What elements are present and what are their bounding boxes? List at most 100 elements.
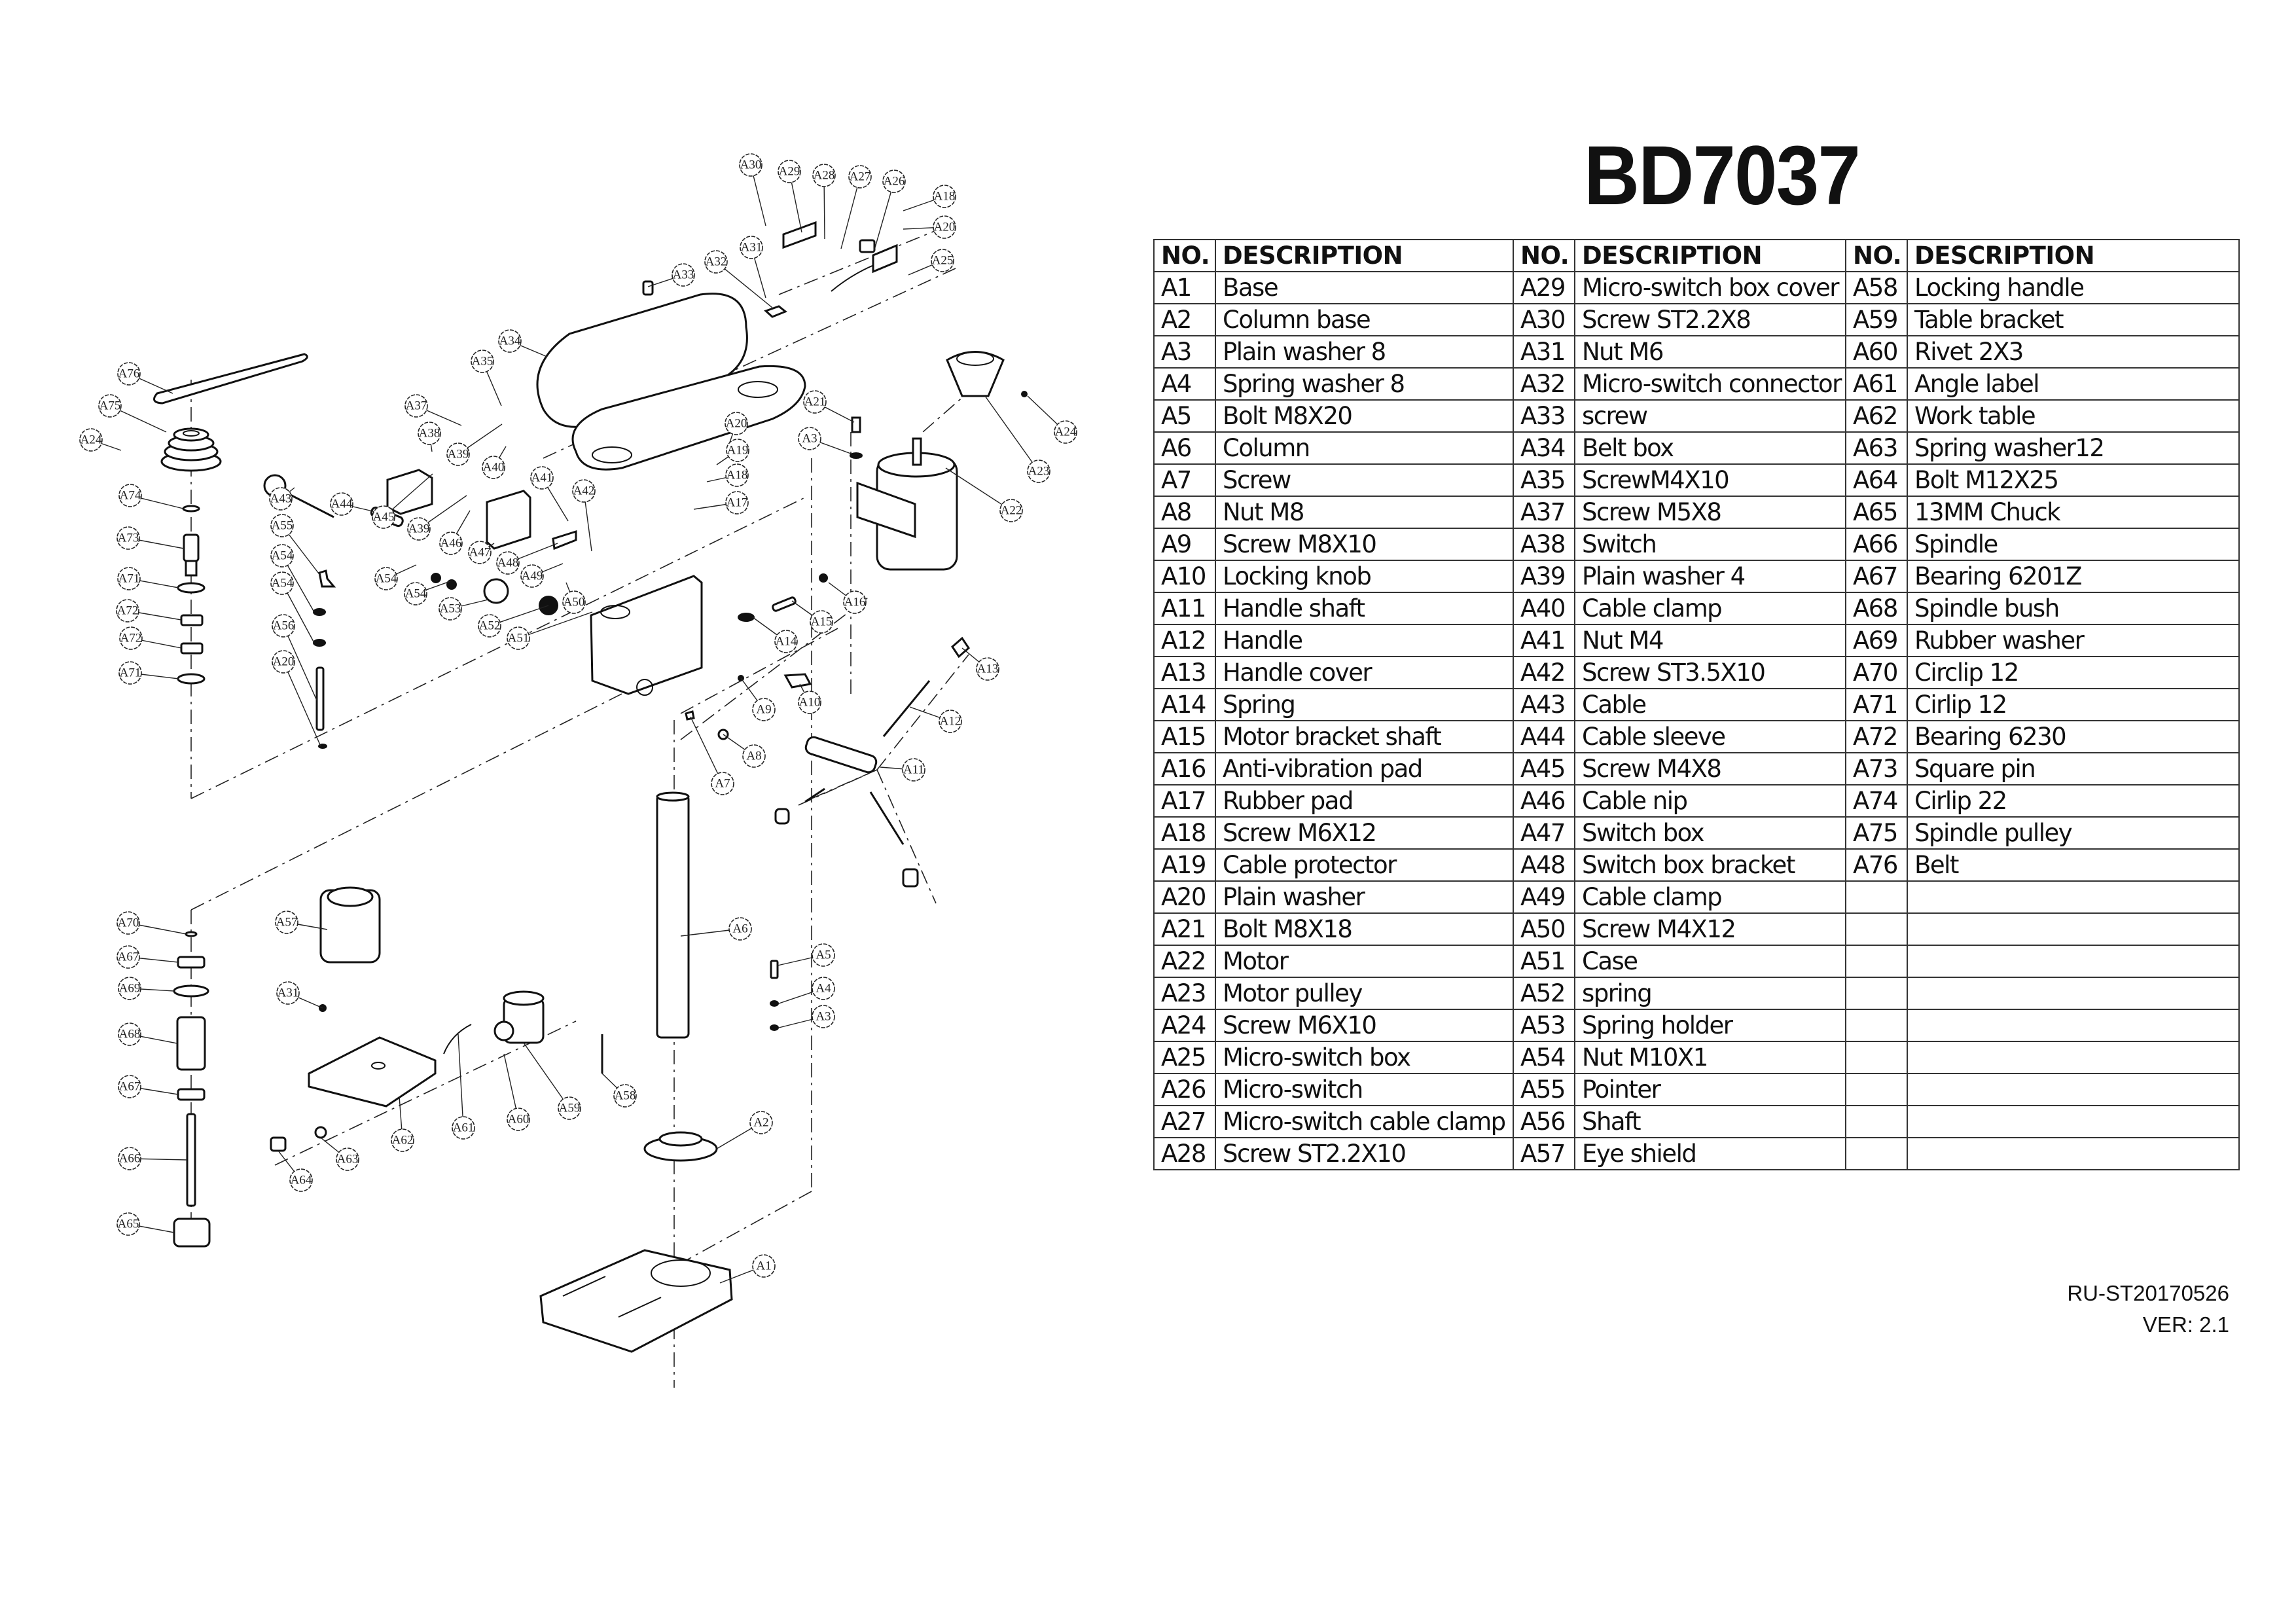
part-number-cell: A14 xyxy=(1153,688,1216,721)
callout-bubble xyxy=(1027,460,1050,483)
callout-label: A51 xyxy=(508,632,529,645)
part-description-cell: Micro-switch connector xyxy=(1574,367,1846,401)
callout-bubble xyxy=(269,487,293,511)
callout-bubble xyxy=(843,590,867,614)
callout-leader-line xyxy=(873,181,895,253)
column-part xyxy=(656,791,690,1039)
part-number-cell: A62 xyxy=(1845,399,1908,433)
part-number-cell: A46 xyxy=(1513,784,1575,818)
part-number-cell: A23 xyxy=(1153,977,1216,1010)
part-callout: A49 xyxy=(520,564,544,588)
callout-leader-line xyxy=(715,261,773,308)
part-callout: A58 xyxy=(613,1084,637,1108)
callout-label: A60 xyxy=(508,1113,529,1127)
switch-box-parts xyxy=(431,490,577,615)
callout-label: A55 xyxy=(272,519,293,533)
part-number-cell: A22 xyxy=(1153,945,1216,978)
callout-bubble xyxy=(270,571,294,595)
part-callout: A17 xyxy=(725,491,749,514)
part-description-cell: Screw ST2.2X10 xyxy=(1215,1137,1514,1170)
part-number-cell: A50 xyxy=(1513,912,1575,946)
callout-bubble xyxy=(418,422,441,445)
callout-bubble xyxy=(117,526,140,550)
part-callout: A18 xyxy=(933,185,956,208)
callout-label: A32 xyxy=(706,255,727,269)
callout-label: A41 xyxy=(531,471,553,485)
callout-label: A44 xyxy=(331,497,353,511)
part-callout: A64 xyxy=(289,1168,313,1192)
part-callout: A54 xyxy=(404,582,427,605)
document-reference-code: RU-ST20170526 xyxy=(2067,1281,2229,1305)
callout-bubble xyxy=(272,650,295,674)
part-description-cell xyxy=(1907,1073,2240,1106)
part-description-cell: Spring washer 8 xyxy=(1215,367,1514,401)
part-number-cell: A58 xyxy=(1845,271,1908,304)
part-callout: A35 xyxy=(471,350,494,373)
part-callout: A63 xyxy=(336,1147,359,1171)
callout-label: A46 xyxy=(440,537,462,550)
callout-label: A26 xyxy=(884,175,905,189)
exploded-parts-diagram: A30A29A28A27A26A18A20A25A31A32A33A34A35A… xyxy=(79,153,1077,1388)
part-number-cell: A74 xyxy=(1845,784,1908,818)
model-number-title: BD7037 xyxy=(1584,129,1861,223)
part-description-cell: Nut M4 xyxy=(1574,624,1846,657)
callout-bubble xyxy=(725,491,749,514)
motor-pulley-part xyxy=(946,351,1028,397)
callout-bubble xyxy=(117,945,140,969)
callout-label: A74 xyxy=(120,489,141,503)
part-callout: A40 xyxy=(482,456,505,479)
callout-bubble xyxy=(270,514,294,537)
part-number-cell: A43 xyxy=(1513,688,1575,721)
part-number-cell: A35 xyxy=(1513,463,1575,497)
header-description: DESCRIPTION xyxy=(1215,239,1514,272)
callout-label: A29 xyxy=(779,165,800,179)
part-callout: A72 xyxy=(116,599,139,623)
part-number-cell: A26 xyxy=(1153,1073,1216,1106)
callout-label: A57 xyxy=(276,916,298,929)
callout-bubble xyxy=(118,1147,141,1170)
part-callout: A32 xyxy=(704,250,728,274)
part-description-cell: Spring washer12 xyxy=(1907,431,2240,465)
part-callout: A57 xyxy=(275,911,298,934)
callout-bubble xyxy=(882,170,906,193)
document-footer: RU-ST20170526 VER: 2.1 xyxy=(2067,1278,2229,1341)
part-number-cell: A75 xyxy=(1845,816,1908,850)
callout-label: A1 xyxy=(756,1259,771,1273)
header-no: NO. xyxy=(1845,239,1908,272)
part-callout: A26 xyxy=(882,170,906,193)
callout-bubble xyxy=(812,943,835,967)
callout-bubble xyxy=(752,698,776,721)
part-callout: A31 xyxy=(276,981,300,1005)
part-callout: A71 xyxy=(118,661,142,685)
part-description-cell: 13MM Chuck xyxy=(1907,496,2240,529)
part-callout: A14 xyxy=(774,630,798,653)
callout-bubble xyxy=(939,710,962,733)
part-callout: A54 xyxy=(270,544,294,568)
callout-bubble xyxy=(999,499,1023,522)
part-description-cell xyxy=(1907,1041,2240,1074)
part-number-cell: A29 xyxy=(1513,271,1575,304)
callout-leader-line xyxy=(984,395,1039,472)
part-number-cell: A11 xyxy=(1153,592,1216,625)
part-number-cell: A5 xyxy=(1153,399,1216,433)
part-number-cell: A65 xyxy=(1845,496,1908,529)
callout-bubble xyxy=(272,614,295,638)
part-description-cell: Micro-switch box cover xyxy=(1574,271,1846,304)
part-callout: A22 xyxy=(999,499,1023,522)
callout-label: A65 xyxy=(118,1218,139,1231)
part-number-cell xyxy=(1845,1041,1908,1074)
callout-label: A16 xyxy=(844,596,866,609)
part-callout: A13 xyxy=(976,657,999,681)
part-description-cell: Rubber pad xyxy=(1215,784,1514,818)
part-description-cell xyxy=(1907,912,2240,946)
callout-bubble xyxy=(496,551,520,575)
callout-bubble xyxy=(812,1005,835,1028)
part-description-cell: Plain washer 4 xyxy=(1574,560,1846,593)
callout-label: A33 xyxy=(673,268,694,282)
callout-label: A67 xyxy=(118,950,139,964)
belt-box-part xyxy=(536,280,806,471)
